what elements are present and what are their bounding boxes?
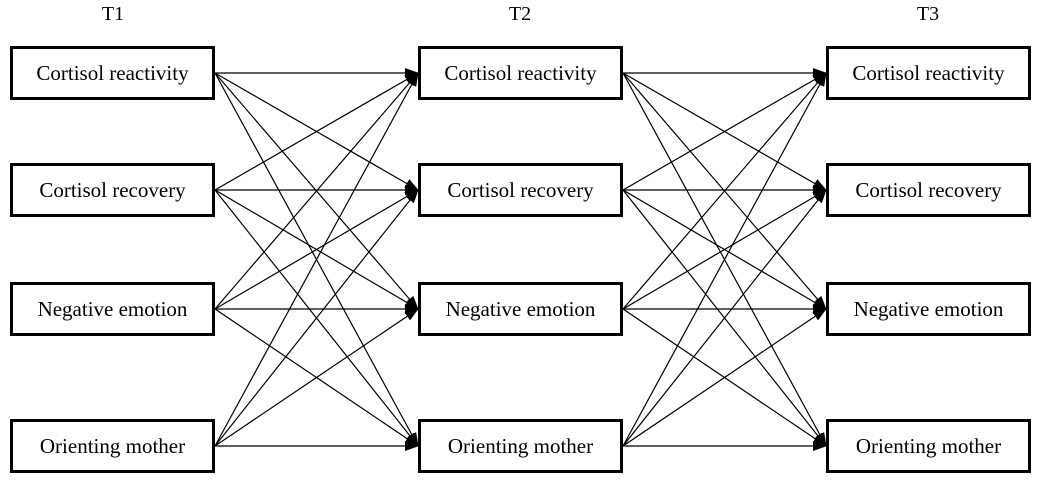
t2-cortisol-reactivity-box: Cortisol reactivity bbox=[418, 46, 623, 100]
arrow-t2-v3-to-t3-v1 bbox=[622, 189, 827, 447]
t1-cortisol-reactivity-box: Cortisol reactivity bbox=[10, 46, 215, 100]
t1-negative-emotion-box: Negative emotion bbox=[10, 282, 215, 336]
t2-negative-emotion-box: Negative emotion bbox=[418, 282, 623, 336]
arrow-t2-v2-to-t3-v0 bbox=[622, 72, 827, 310]
t3-cortisol-reactivity-box: Cortisol reactivity bbox=[826, 46, 1031, 100]
t1-orienting-mother-box: Orienting mother bbox=[10, 419, 215, 473]
arrow-t1-v1-to-t2-v0 bbox=[214, 72, 419, 191]
arrow-t2-v3-to-t3-v2 bbox=[622, 308, 827, 447]
arrow-t1-v3-to-t2-v0 bbox=[214, 72, 419, 447]
arrow-t2-v1-to-t3-v0 bbox=[622, 72, 827, 191]
t2-orienting-mother-box: Orienting mother bbox=[418, 419, 623, 473]
arrow-t1-v2-to-t2-v1 bbox=[214, 189, 419, 310]
time-label-t3: T3 bbox=[916, 3, 940, 25]
arrow-t1-v2-to-t2-v0 bbox=[214, 72, 419, 310]
arrow-t2-v3-to-t3-v0 bbox=[622, 72, 827, 447]
time-label-t2: T2 bbox=[508, 3, 532, 25]
arrow-t1-v3-to-t2-v1 bbox=[214, 189, 419, 447]
arrow-t1-v3-to-t2-v2 bbox=[214, 308, 419, 447]
t3-cortisol-recovery-box: Cortisol recovery bbox=[826, 163, 1031, 217]
time-label-t1: T1 bbox=[101, 3, 125, 25]
t1-cortisol-recovery-box: Cortisol recovery bbox=[10, 163, 215, 217]
arrow-t2-v2-to-t3-v1 bbox=[622, 189, 827, 310]
t3-orienting-mother-box: Orienting mother bbox=[826, 419, 1031, 473]
t2-cortisol-recovery-box: Cortisol recovery bbox=[418, 163, 623, 217]
t3-negative-emotion-box: Negative emotion bbox=[826, 282, 1031, 336]
